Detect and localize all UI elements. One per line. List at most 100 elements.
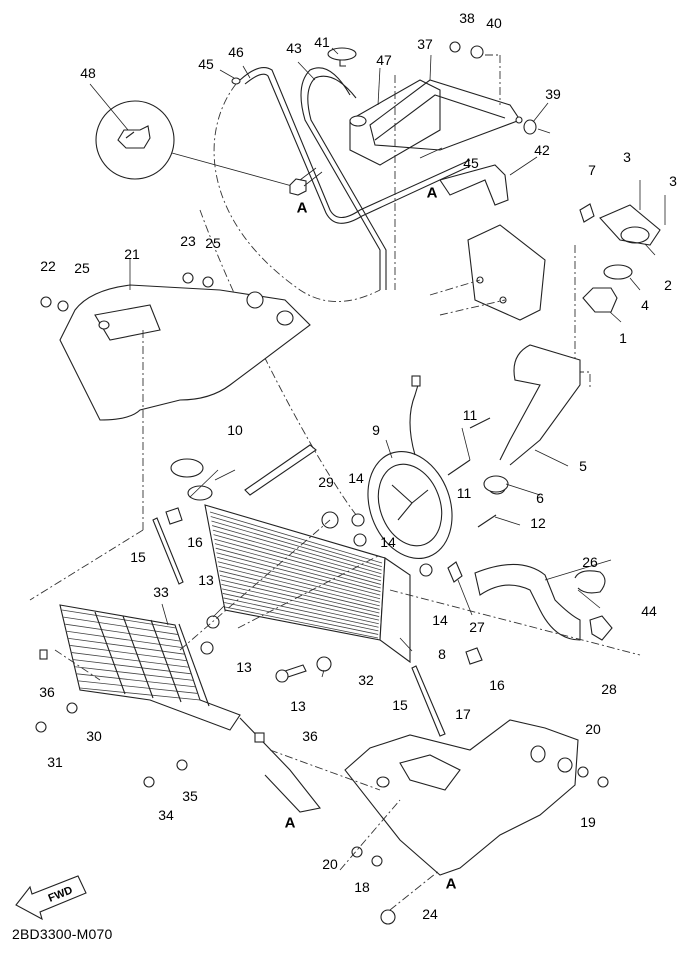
- callout-3: 3: [623, 149, 631, 165]
- guard-nuts: [39, 649, 265, 743]
- callout-6: 6: [536, 490, 544, 506]
- radiator-fin: [216, 552, 381, 596]
- callout-9: 9: [372, 422, 380, 438]
- callout-35: 35: [182, 788, 198, 804]
- radiator-fin: [210, 516, 382, 567]
- guard-grille-bar: [122, 615, 154, 699]
- radiator-fin: [220, 579, 380, 617]
- reservoir-hose: [300, 67, 387, 290]
- callout-23: 23: [180, 233, 196, 249]
- callout-44: 44: [641, 603, 657, 619]
- guard-grille-bar: [150, 619, 182, 703]
- cooling-fan: [367, 375, 453, 560]
- guard-grille-line: [68, 637, 185, 655]
- callout-22: 22: [40, 258, 56, 274]
- callout-16: 16: [489, 677, 505, 693]
- reference-mark-a: A: [284, 814, 296, 832]
- thermostat-group: [574, 180, 666, 390]
- callout-40: 40: [486, 15, 502, 31]
- holder-part: [289, 167, 323, 196]
- callout-45: 45: [198, 56, 214, 72]
- guard-grille-line: [70, 645, 187, 662]
- callout-19: 19: [580, 814, 596, 830]
- callout-28: 28: [601, 681, 617, 697]
- callout-21: 21: [124, 246, 140, 262]
- connection-lines: [54, 519, 641, 911]
- damper-strips: [152, 507, 483, 737]
- upper-hose: [488, 344, 581, 495]
- callout-43: 43: [286, 40, 302, 56]
- screws-top-left: [40, 272, 214, 312]
- callout-25: 25: [74, 260, 90, 276]
- guard-grille-line: [78, 680, 198, 694]
- callout-38: 38: [459, 10, 475, 26]
- bolt-collar-group: [449, 41, 551, 135]
- guard-grille-line: [61, 609, 177, 629]
- callout-42: 42: [534, 142, 550, 158]
- leader-lines: [89, 47, 656, 678]
- callout-1: 1: [619, 330, 627, 346]
- callout-20: 20: [322, 856, 338, 872]
- radiator-fin: [217, 556, 381, 600]
- callout-36: 36: [39, 684, 55, 700]
- diagram-code: 2BD3300-M070: [12, 926, 113, 942]
- callout-8: 8: [438, 646, 446, 662]
- callout-13: 13: [236, 659, 252, 675]
- callout-11: 11: [462, 407, 478, 423]
- callout-14: 14: [348, 470, 364, 486]
- left-cover: [59, 284, 311, 421]
- callout-24: 24: [422, 906, 438, 922]
- radiator-fin: [217, 561, 381, 603]
- guard-grille-line: [66, 630, 183, 649]
- guard-grille-line: [63, 616, 179, 635]
- callout-5: 5: [579, 458, 587, 474]
- reference-mark-a: A: [296, 199, 308, 217]
- callout-4: 4: [641, 297, 649, 313]
- callout-14: 14: [380, 534, 396, 550]
- radiator-fin: [218, 565, 380, 607]
- fan-bolts: [447, 417, 497, 528]
- radiator-fin: [212, 525, 382, 575]
- callout-33: 33: [153, 584, 169, 600]
- guard-grille-line: [71, 652, 190, 668]
- radiator-guard: [59, 604, 321, 813]
- detail-circle-holder: [95, 100, 293, 187]
- guard-grille-line: [76, 673, 196, 688]
- callout-12: 12: [530, 515, 546, 531]
- forward-arrow-icon: FWD: [15, 875, 87, 921]
- callout-45: 45: [463, 155, 479, 171]
- callout-29: 29: [318, 474, 334, 490]
- collars-dampers: [200, 511, 433, 683]
- callout-37: 37: [417, 36, 433, 52]
- guard-grille-bar: [178, 623, 210, 707]
- radiator-fin: [214, 538, 381, 585]
- reference-mark-a: A: [426, 184, 438, 202]
- breather-hose: [231, 67, 471, 224]
- guard-grille-bar: [94, 611, 126, 695]
- right-cover: [344, 719, 579, 876]
- radiator-fin: [215, 547, 381, 592]
- radiator-fin: [224, 602, 379, 635]
- callout-17: 17: [455, 706, 471, 722]
- radiator-fin: [222, 593, 379, 628]
- callout-11: 11: [456, 485, 472, 501]
- callout-18: 18: [354, 879, 370, 895]
- callout-26: 26: [582, 554, 598, 570]
- callout-13: 13: [290, 698, 306, 714]
- callout-39: 39: [545, 86, 561, 102]
- callout-36: 36: [302, 728, 318, 744]
- clamps: [447, 475, 613, 641]
- radiator-fin: [219, 570, 380, 610]
- radiator-fin: [221, 583, 380, 621]
- guard-grille-line: [75, 666, 194, 681]
- lower-hose: [474, 563, 581, 641]
- callout-48: 48: [80, 65, 96, 81]
- routing-dashline: [199, 209, 361, 521]
- radiator-fin: [211, 520, 382, 571]
- guard-screws: [35, 702, 188, 788]
- guard-grille-line: [65, 623, 181, 642]
- radiator-fin: [214, 543, 381, 589]
- callout-14: 14: [432, 612, 448, 628]
- callout-7: 7: [588, 162, 596, 178]
